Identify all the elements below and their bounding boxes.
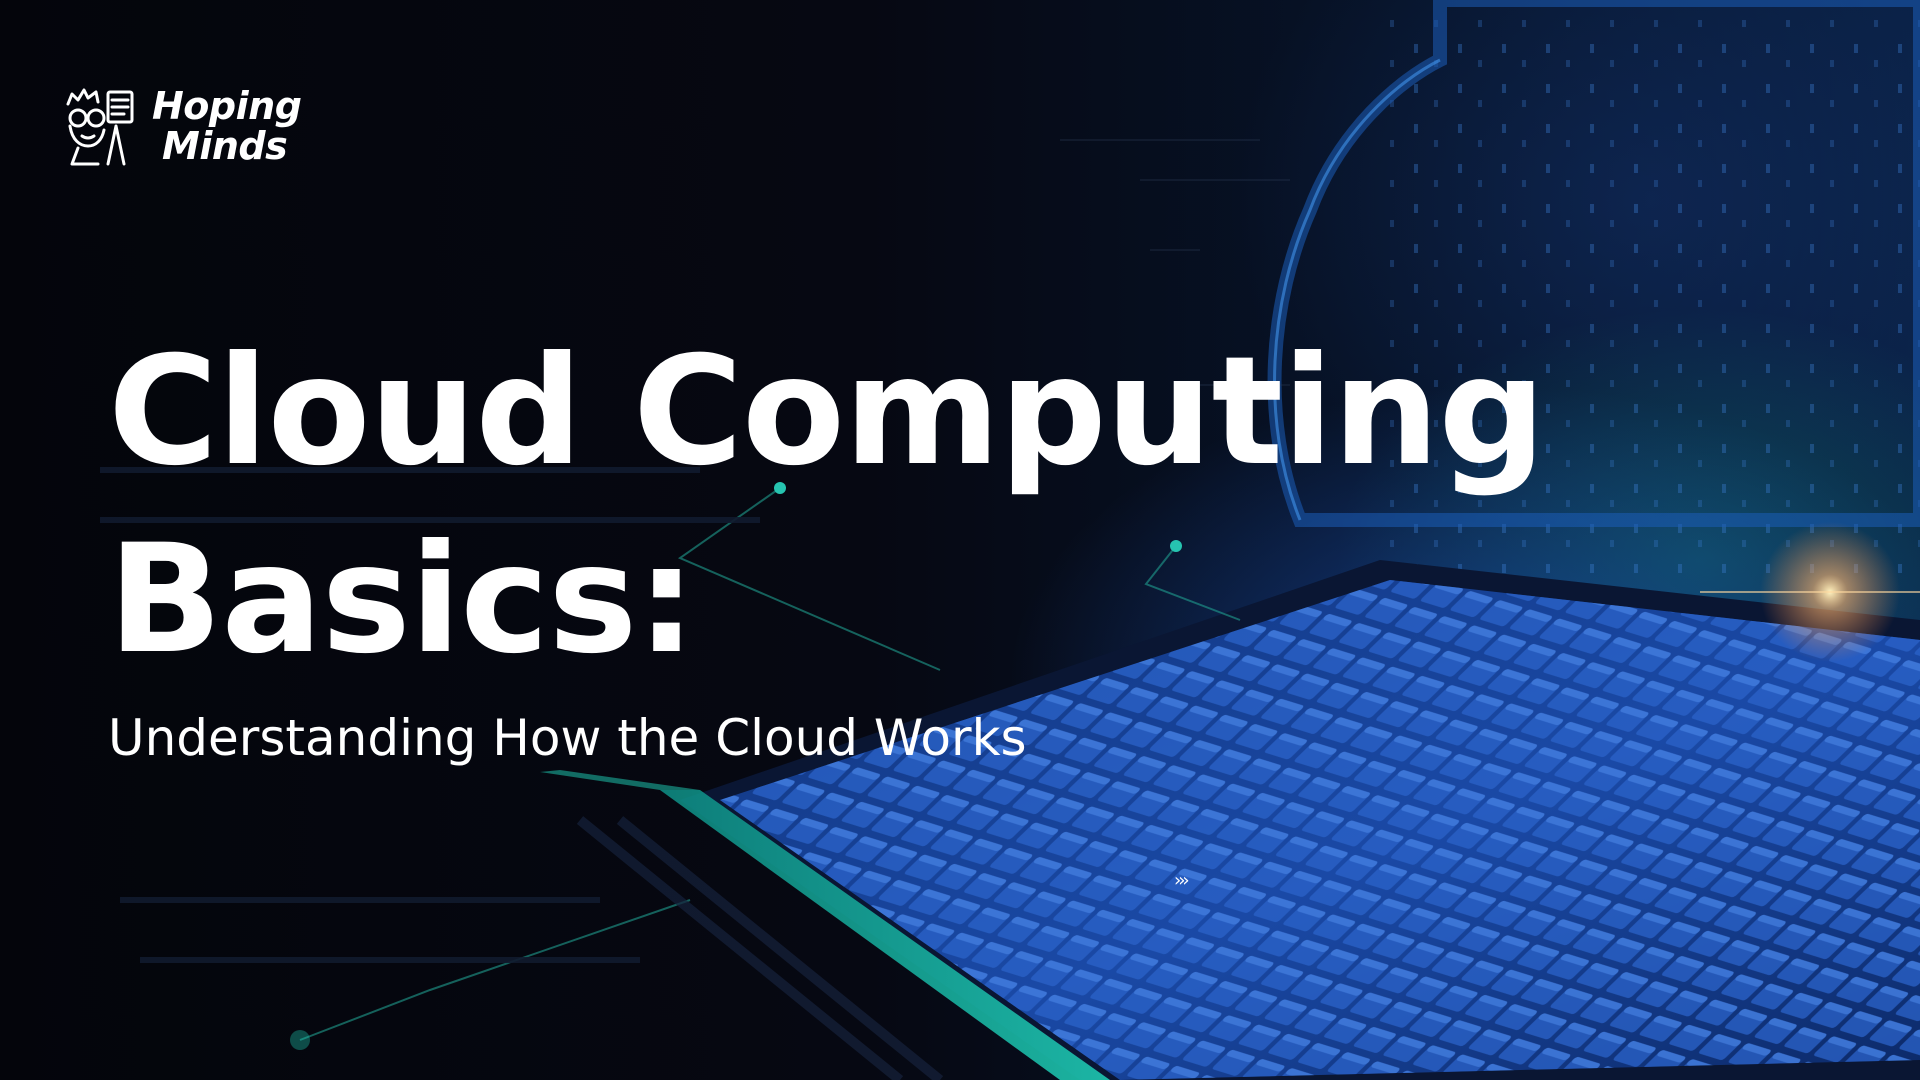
title-line1: Cloud Computing bbox=[108, 325, 1546, 499]
brand-name: Hoping Minds bbox=[152, 84, 302, 168]
page-subtitle: Understanding How the Cloud Works bbox=[108, 709, 1027, 767]
page-title: Cloud Computing Basics: bbox=[108, 318, 1546, 694]
brand-name-line1: Hoping bbox=[152, 84, 302, 128]
triple-chevron-right-icon: ››› bbox=[1174, 870, 1190, 891]
title-line2: Basics: bbox=[108, 513, 696, 687]
cartoon-person-with-glasses-icon bbox=[66, 88, 134, 166]
brand-logo[interactable]: Hoping Minds bbox=[58, 82, 302, 170]
brand-name-line2: Minds bbox=[162, 124, 288, 168]
